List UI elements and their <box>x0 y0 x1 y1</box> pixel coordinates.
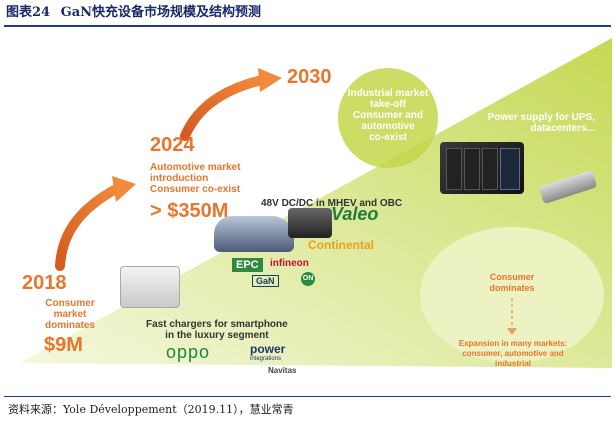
desc-2018-line-1: Consumer <box>45 298 95 309</box>
epc-logo: EPC <box>232 258 263 272</box>
segment-dcdc: 48V DC/DC in MHEV and OBC <box>261 198 403 209</box>
consumer-bubble <box>420 227 604 363</box>
infineon-logo: infineon <box>270 258 309 269</box>
server-unit-2 <box>464 148 480 190</box>
segment-power-supply: Power supply for UPS, datacenters... <box>470 112 595 134</box>
segment-fast-chargers: Fast chargers for smartphone in the luxu… <box>146 319 288 341</box>
arrow-2024-2030-head <box>258 68 282 92</box>
figure-number: 图表24 <box>6 5 51 20</box>
figure-caption: 图表24 GaN快充设备市场规模及结构预测 <box>6 2 609 24</box>
desc-2024-line-2: introduction <box>150 173 209 184</box>
valeo-logo: Valeo <box>331 204 379 224</box>
power-integrations-word: power <box>250 342 286 356</box>
consumer-dominates-line-1: Consumer <box>489 272 535 282</box>
arrow-2018-2024-head <box>112 176 136 202</box>
desc-2024-line-1: Automotive market <box>150 162 241 173</box>
continental-logo: Continental <box>308 238 374 252</box>
server-unit-1 <box>446 148 462 190</box>
value-2024: > $350M <box>150 200 229 222</box>
year-2030: 2030 <box>287 66 332 88</box>
on-semi-logo: ON <box>301 272 315 286</box>
server-unit-4 <box>500 148 520 190</box>
desc-2030-line-4: automotive <box>361 121 415 132</box>
desc-2018: Consumer market dominates <box>40 298 100 331</box>
gan-systems-logo: GaN <box>252 275 279 287</box>
desc-2030-line-2: take-off <box>369 99 407 110</box>
desc-2030-line-1: Industrial market <box>347 88 429 99</box>
car-image <box>214 216 294 252</box>
charger-image <box>120 266 180 308</box>
arrow-2018-2024 <box>55 183 123 271</box>
fast-chargers-line-1: Fast chargers for smartphone <box>146 319 288 330</box>
bubble-2030 <box>338 68 438 168</box>
value-2018: $9M <box>44 334 83 356</box>
desc-2030-line-5: co-exist <box>369 132 407 143</box>
diagram-stage: 2018 Consumer market dominates $9M 2024 … <box>0 28 615 394</box>
desc-2024-line-3: Consumer co-exist <box>150 184 241 195</box>
server-rack-image <box>440 142 524 194</box>
arrow-2024-2030 <box>180 75 267 141</box>
power-integrations-sub: integrations <box>250 356 282 362</box>
desc-2018-line-2: market <box>53 309 87 320</box>
fast-chargers-line-2: in the luxury segment <box>165 330 269 341</box>
desc-2030-line-3: Consumer and <box>352 110 423 121</box>
dcdc-module-image <box>288 208 332 238</box>
expansion-line-2: consumer, automotive and <box>462 349 564 358</box>
year-2024: 2024 <box>150 134 195 156</box>
top-rule <box>4 25 611 27</box>
consumer-dominates: Consumer dominates <box>484 272 540 294</box>
source-note: 资料来源：Yole Développement（2019.11），慧业常青 <box>8 403 294 416</box>
expansion-line-3: industrial <box>494 359 531 368</box>
server-unit-3 <box>482 148 498 190</box>
desc-2024: Automotive market introduction Consumer … <box>150 162 241 195</box>
desc-2030: Industrial market take-off Consumer and … <box>338 88 438 143</box>
power-integrations-logo: power integrations <box>250 342 286 364</box>
consumer-dominates-line-2: dominates <box>489 283 535 293</box>
bottom-rule <box>4 396 611 397</box>
desc-2018-line-3: dominates <box>44 320 95 331</box>
navitas-logo: Navitas <box>268 366 297 375</box>
figure-title: GaN快充设备市场规模及结构预测 <box>60 5 262 20</box>
dashed-arrow-head <box>507 328 517 335</box>
power-supply-line-2: datacenters... <box>530 123 595 134</box>
year-2018: 2018 <box>22 272 67 294</box>
expansion-text: Expansion in many markets: consumer, aut… <box>452 339 574 369</box>
power-supply-line-1: Power supply for UPS, <box>487 112 595 123</box>
oppo-logo: oppo <box>166 342 211 362</box>
expansion-line-1: Expansion in many markets: <box>458 339 568 348</box>
